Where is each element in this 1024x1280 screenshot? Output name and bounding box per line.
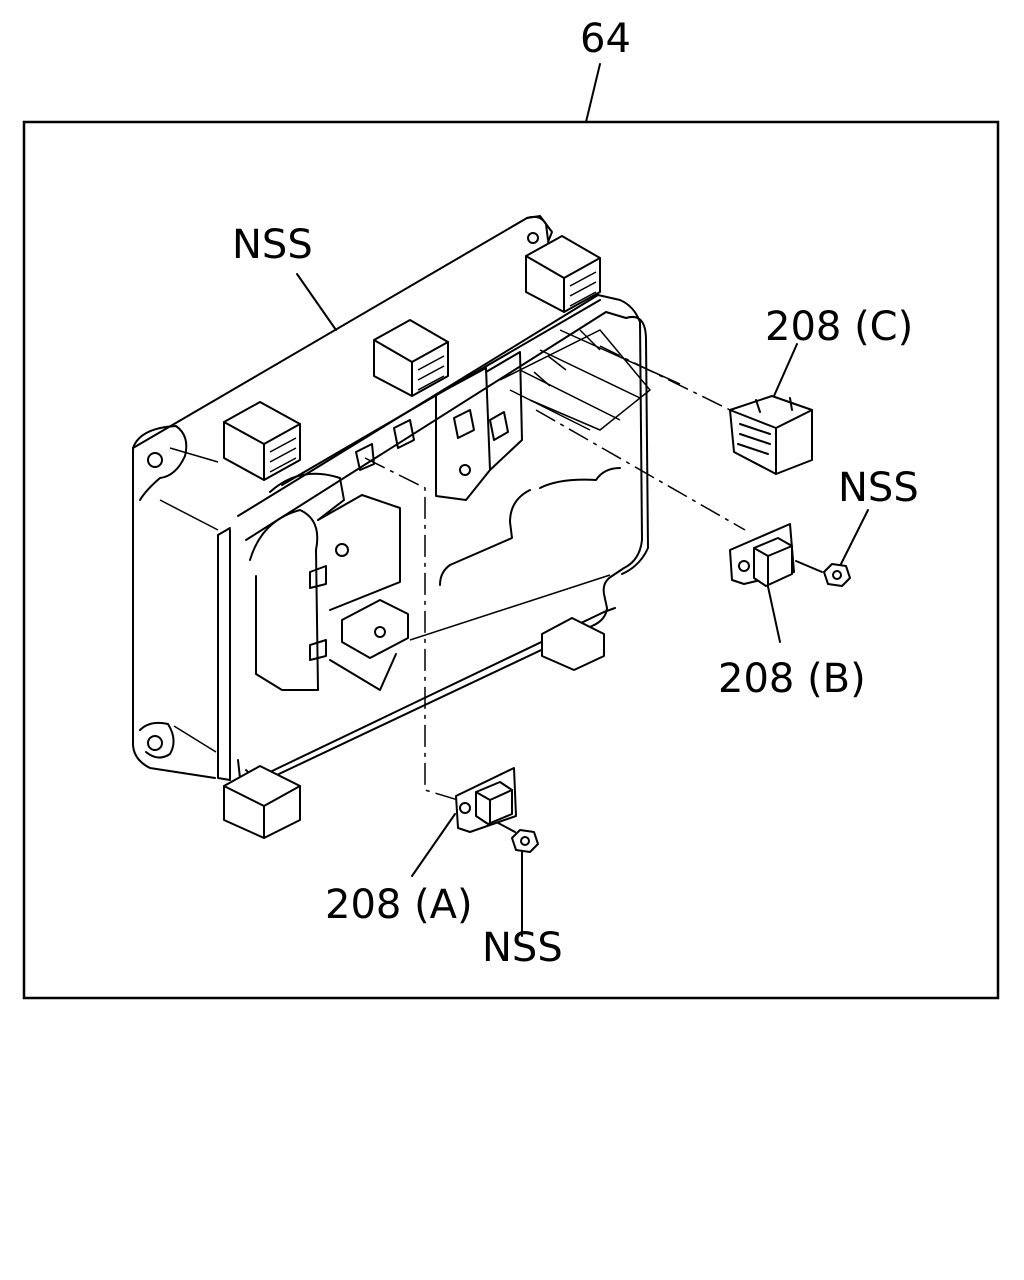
housing-connector-blocks xyxy=(223,235,605,839)
label-part-208b: 208 (B) xyxy=(718,656,866,702)
label-assembly-64: 64 xyxy=(580,16,631,62)
leader-lines xyxy=(296,63,869,937)
label-part-208c: 208 (C) xyxy=(765,304,913,350)
part-208a-relay xyxy=(455,767,517,833)
explode-axis-lines xyxy=(364,345,746,801)
housing-internal-components xyxy=(249,329,681,691)
label-nss-top: NSS xyxy=(232,222,313,268)
label-part-208a: 208 (A) xyxy=(325,882,473,928)
nut-right xyxy=(823,563,851,587)
label-nss-right: NSS xyxy=(838,465,919,511)
part-208c-relay xyxy=(729,395,813,475)
nut-bottom xyxy=(511,829,539,853)
part-208b-relay xyxy=(729,523,795,587)
diagram-frame xyxy=(22,120,1000,1000)
